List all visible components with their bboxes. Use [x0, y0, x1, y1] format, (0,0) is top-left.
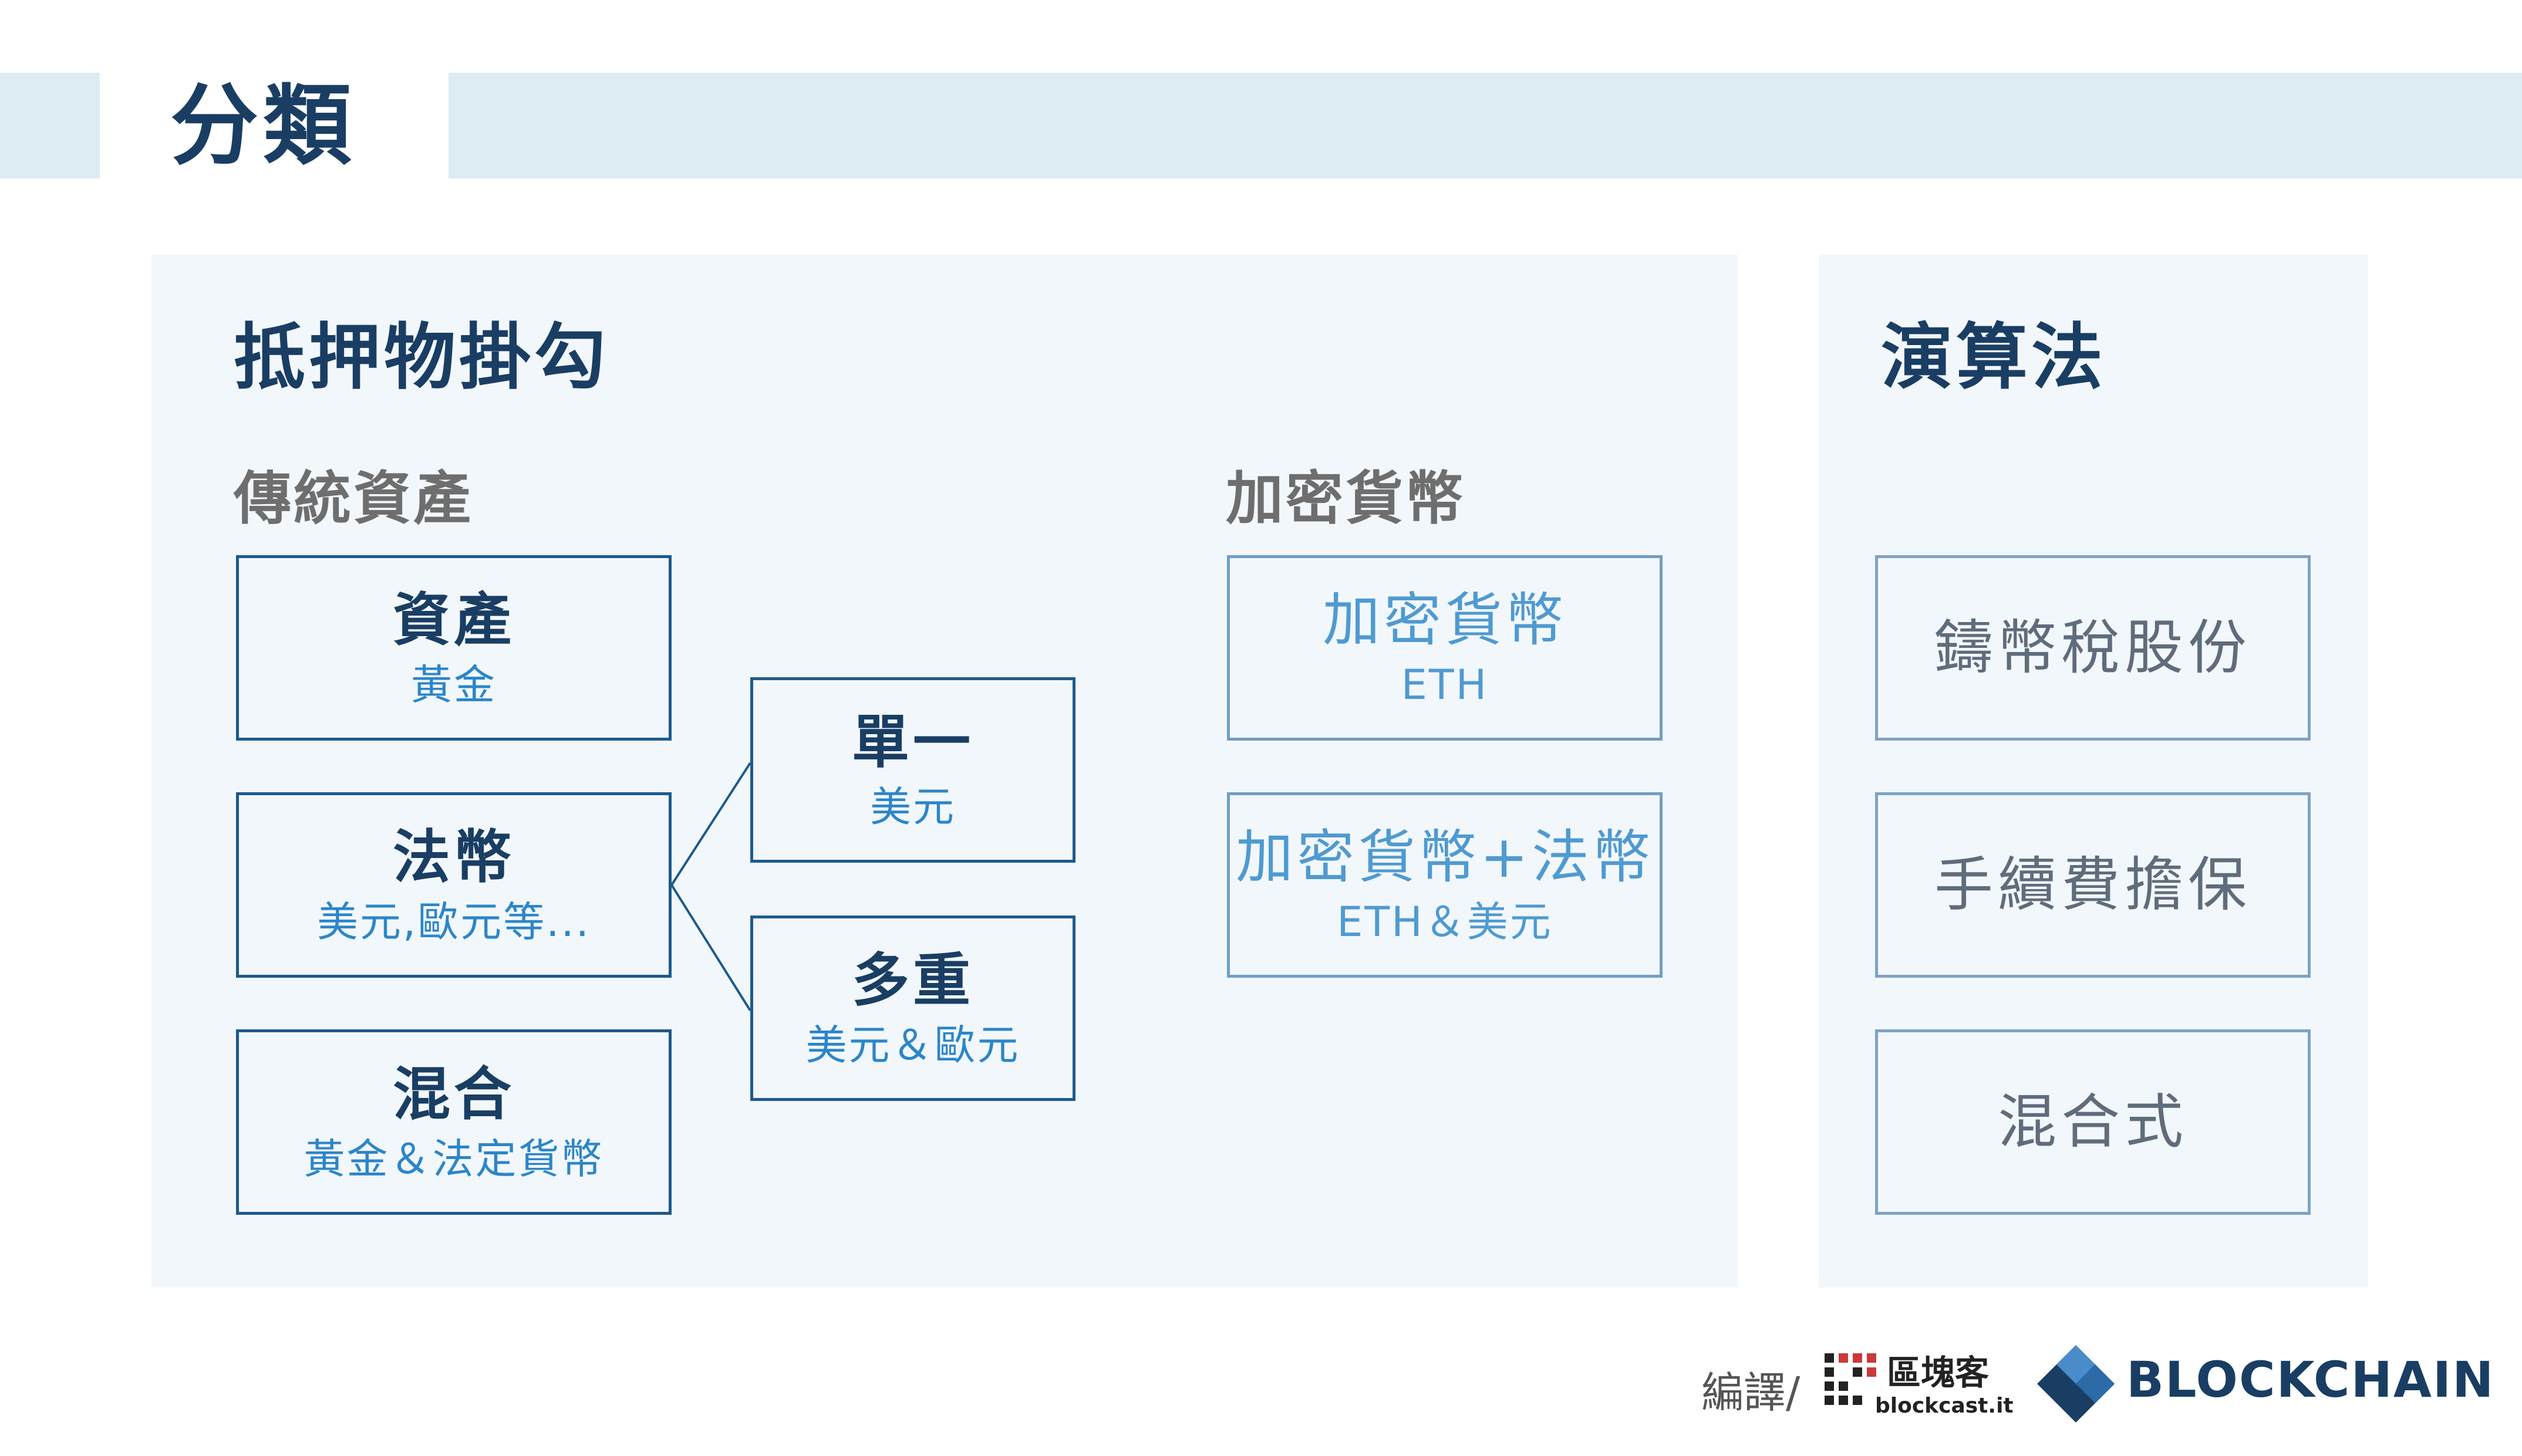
blockcast-name-en: blockcast.it: [1875, 1394, 2014, 1418]
connector-multi: [670, 884, 751, 1012]
seigniorage-title: 鑄幣稅股份: [1934, 613, 2251, 682]
asset-subtitle: 黃金: [411, 660, 497, 709]
hybrid-algo-box: 混合式: [1875, 1029, 2311, 1215]
crypto-fiat-subtitle: ETH＆美元: [1337, 897, 1553, 946]
blockchain-logo-text: BLOCKCHAIN: [2126, 1351, 2495, 1408]
crypto-title: 加密貨幣: [1322, 587, 1567, 654]
page-title: 分類: [170, 75, 356, 177]
seigniorage-box: 鑄幣稅股份: [1875, 555, 2311, 741]
blockcast-name-cn: 區塊客: [1887, 1353, 1990, 1393]
multi-fiat-box: 多重 美元＆歐元: [750, 916, 1075, 1101]
hybrid-algo-title: 混合式: [1998, 1087, 2188, 1156]
crypto-fiat-box: 加密貨幣+法幣 ETH＆美元: [1227, 792, 1663, 978]
algorithm-heading: 演算法: [1881, 316, 2106, 399]
asset-box: 資產 黃金: [236, 555, 672, 741]
collateral-panel: [151, 255, 1738, 1288]
fiat-title: 法幣: [392, 824, 515, 891]
connector-single: [670, 762, 751, 886]
crypto-fiat-title: 加密貨幣+法幣: [1235, 824, 1654, 891]
algorithm-panel: [1819, 255, 2368, 1288]
multi-fiat-subtitle: 美元＆歐元: [805, 1021, 1020, 1069]
single-fiat-subtitle: 美元: [870, 782, 956, 831]
asset-title: 資產: [392, 587, 515, 654]
single-fiat-box: 單一 美元: [750, 677, 1075, 863]
header-band-right: [449, 73, 2522, 178]
crypto-box: 加密貨幣 ETH: [1227, 555, 1663, 741]
blockchain-logo-icon: [2037, 1345, 2115, 1423]
single-fiat-title: 單一: [851, 709, 974, 776]
fiat-box: 法幣 美元,歐元等...: [236, 792, 672, 978]
fee-backed-title: 手續費擔保: [1934, 850, 2251, 919]
hybrid-box: 混合 黃金＆法定貨幣: [236, 1029, 672, 1215]
fiat-subtitle: 美元,歐元等...: [316, 897, 591, 946]
hybrid-title: 混合: [392, 1061, 515, 1129]
hybrid-subtitle: 黃金＆法定貨幣: [304, 1134, 604, 1183]
crypto-heading: 加密貨幣: [1226, 465, 1466, 532]
fee-backed-box: 手續費擔保: [1875, 792, 2311, 978]
blockcast-logo-icon: [1825, 1353, 1876, 1405]
collateral-heading: 抵押物掛勾: [234, 316, 609, 399]
multi-fiat-title: 多重: [851, 947, 974, 1015]
crypto-subtitle: ETH: [1401, 660, 1489, 709]
header-band-left: [0, 73, 100, 178]
traditional-heading: 傳統資產: [234, 465, 474, 532]
credit-label: 編譯/: [1701, 1368, 1801, 1417]
